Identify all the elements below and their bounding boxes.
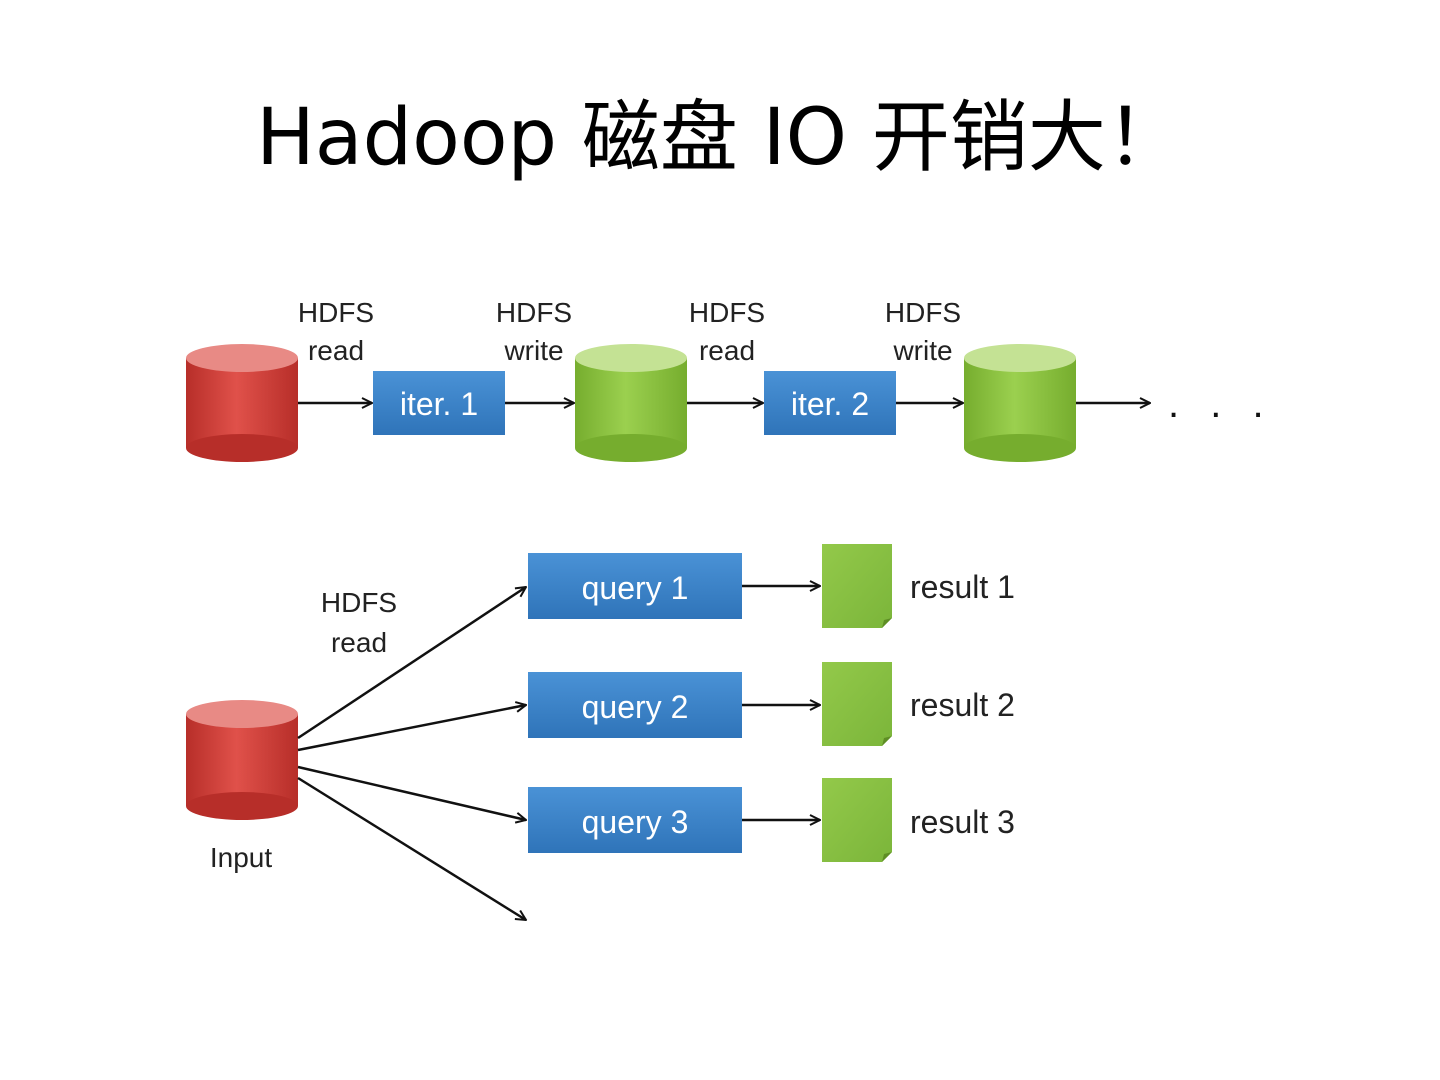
label-hdfs-read-1-line1: HDFS	[298, 297, 374, 328]
input-cylinder-top	[186, 344, 298, 462]
label-hdfs-read-queries: HDFS read	[321, 587, 397, 658]
arrow-to-query-3	[297, 765, 526, 820]
result-3-label: result 3	[910, 804, 1015, 840]
label-hdfs-read-1: HDFS read	[298, 297, 374, 366]
slide-title: Hadoop 磁盘 IO 开销大！	[256, 93, 1184, 183]
result-1-label: result 1	[910, 569, 1015, 605]
label-hdfs-read-queries-line1: HDFS	[321, 587, 397, 618]
label-hdfs-read-2-line2: read	[699, 335, 755, 366]
result-2-label: result 2	[910, 687, 1015, 723]
label-hdfs-write-2-line1: HDFS	[885, 297, 961, 328]
label-hdfs-write-2-line2: write	[892, 335, 952, 366]
iter-2-box: iter. 2	[764, 371, 896, 435]
input-cylinder-bottom	[186, 700, 298, 820]
query-1-label: query 1	[582, 570, 689, 606]
ellipsis: . . .	[1168, 382, 1274, 426]
data-cylinder-1	[575, 344, 687, 462]
arrow-to-query-1	[297, 587, 526, 740]
label-hdfs-write-2: HDFS write	[885, 297, 961, 366]
query-2-label: query 2	[582, 689, 689, 725]
label-hdfs-read-2: HDFS read	[689, 297, 765, 366]
label-hdfs-write-1-line2: write	[503, 335, 563, 366]
result-3-doc	[822, 778, 892, 862]
iter-1-label: iter. 1	[400, 386, 478, 422]
query-1-box: query 1	[528, 553, 742, 619]
query-2-box: query 2	[528, 672, 742, 738]
arrow-to-query-2	[297, 705, 526, 752]
data-cylinder-2	[964, 344, 1076, 462]
result-1-doc	[822, 544, 892, 628]
label-hdfs-write-1-line1: HDFS	[496, 297, 572, 328]
query-3-label: query 3	[582, 804, 689, 840]
result-2-doc	[822, 662, 892, 746]
label-hdfs-read-1-line2: read	[308, 335, 364, 366]
query-3-box: query 3	[528, 787, 742, 853]
label-hdfs-read-queries-line2: read	[331, 627, 387, 658]
iter-2-label: iter. 2	[791, 386, 869, 422]
input-label: Input	[210, 842, 272, 873]
arrow-to-more	[297, 776, 526, 920]
iter-1-box: iter. 1	[373, 371, 505, 435]
label-hdfs-write-1: HDFS write	[496, 297, 572, 366]
label-hdfs-read-2-line1: HDFS	[689, 297, 765, 328]
